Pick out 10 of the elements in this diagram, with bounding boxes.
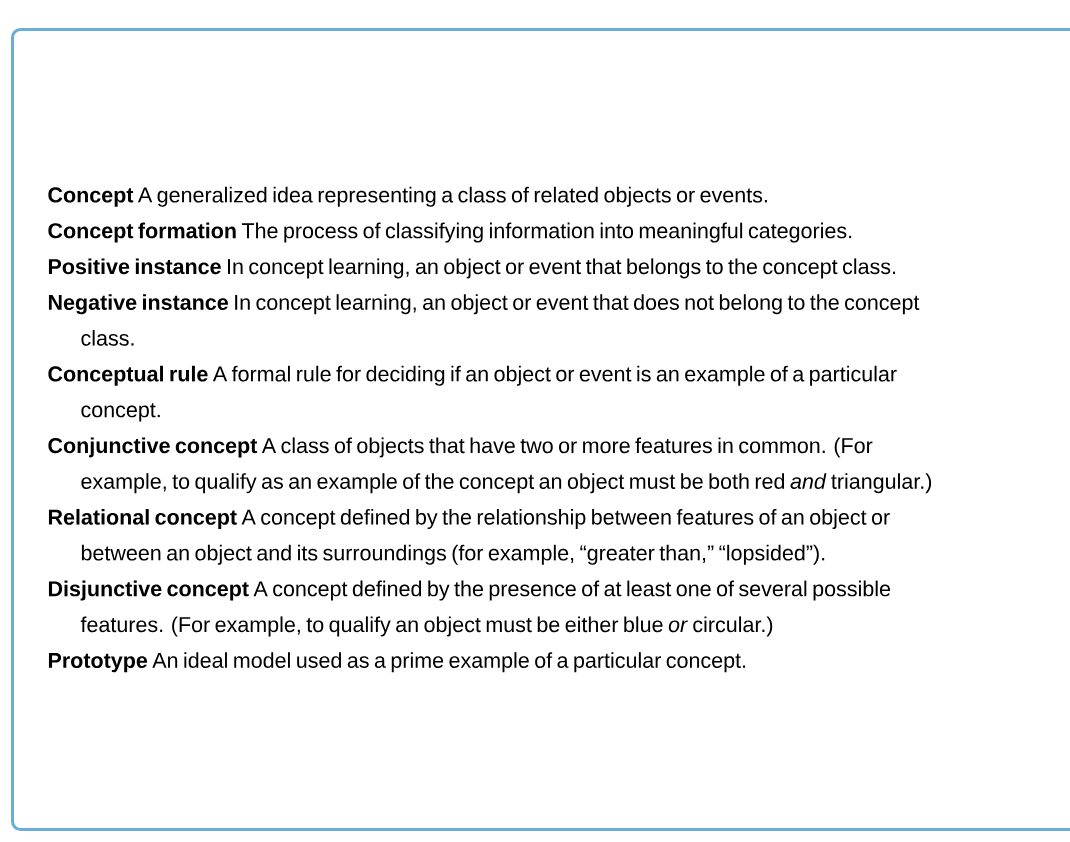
glossary-entry: Conjunctive concept A class of objects that have two or more features in common. (For example, to qualify as an example of the concept an object must be both red and triangular.)	[48, 437, 932, 494]
glossary-entry: Prototype An ideal model used as a prime example of a particular concept.	[48, 652, 746, 673]
glossary-entry: Negative instance In concept learning, an object or event that does not belong to the concept class.	[48, 294, 920, 346]
glossary-entry: Positive instance In concept learning, an object or event that belongs to the concept class.	[48, 258, 896, 279]
glossary-entry: Conceptual rule A formal rule for deciding if an object or event is an example of a particular concept.	[48, 365, 897, 422]
glossary-entry: Relational concept A concept defined by the relationship between features of an object or between an object and its surroundings (for example, “greater than,” “lopsided”).	[48, 509, 890, 565]
glossary-entry: Concept formation The process of classifying information into meaningful categories.	[48, 222, 852, 243]
glossary-entry: Disjunctive concept A concept defined by the presence of at least one of several possible features. (For example, to qualify an object must be either blue or circular.)	[48, 580, 891, 637]
glossary-entry: Concept A generalized idea representing a class of related objects or events.	[48, 186, 767, 207]
glossary-box	[11, 28, 1070, 831]
